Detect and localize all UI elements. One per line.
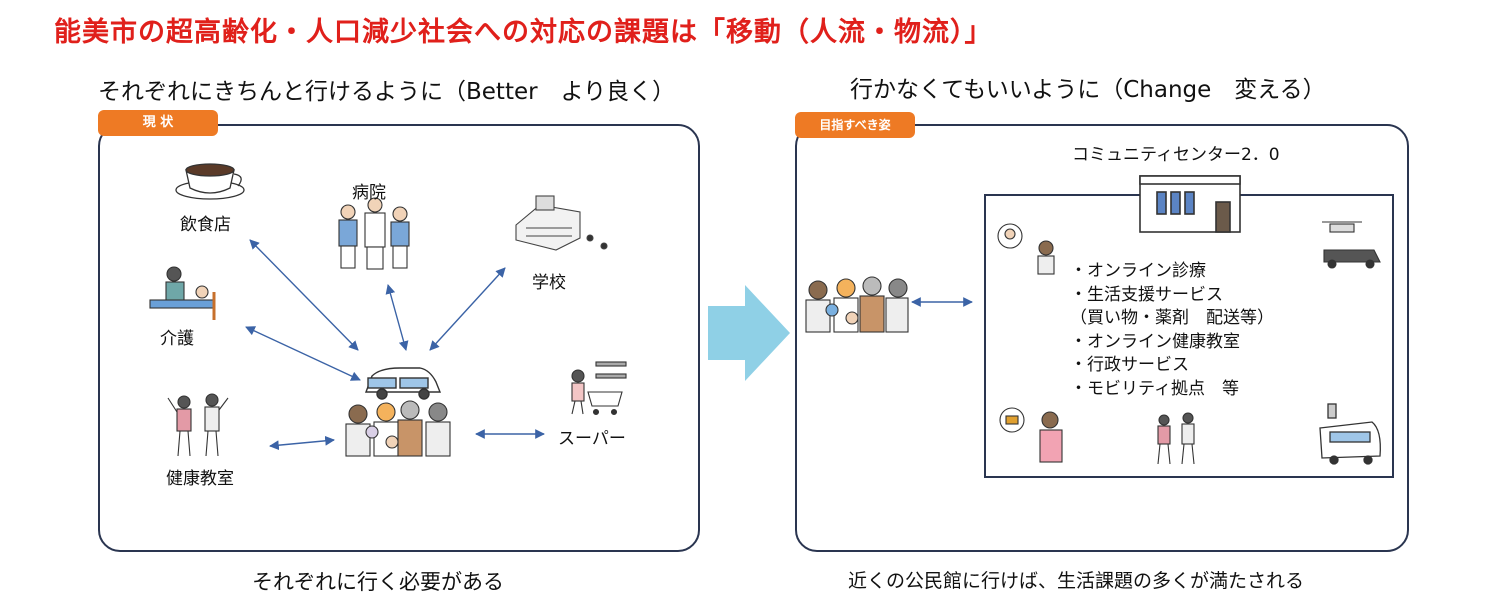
delivery-drone-icon — [1322, 221, 1381, 269]
label-fitness: 健康教室 — [166, 469, 234, 489]
page-title: 能美市の超高齢化・人口減少社会への対応の課題は「移動（人流・物流）」 — [54, 17, 993, 48]
community-center-building-icon — [1139, 175, 1241, 233]
service-item: ・オンライン診療 — [1070, 261, 1206, 281]
coffee-cup-icon — [175, 163, 245, 200]
right-footer: 近くの公民館に行けば、生活課題の多くが満たされる — [848, 570, 1305, 592]
connector-care — [245, 326, 361, 381]
label-restaurant: 飲食店 — [180, 215, 231, 235]
current-state-tag: 現 状 — [98, 110, 218, 136]
right-heading: 行かなくてもいいように（Change 変える） — [850, 77, 1326, 103]
exercise-people-icon — [167, 393, 229, 457]
hospital-staff-icon — [338, 197, 410, 270]
label-care: 介護 — [160, 329, 194, 349]
target-state-tag: 目指すべき姿 — [795, 112, 915, 138]
service-item: ・モビリティ拠点 等 — [1070, 378, 1239, 399]
caregiver-icon — [149, 266, 216, 320]
bus-icon — [1319, 403, 1381, 465]
connector-fitness — [269, 435, 335, 451]
label-school: 学校 — [532, 273, 566, 293]
shopper-icon — [571, 361, 627, 416]
services-list: ・オンライン診療 ・生活支援サービス （買い物・薬剤 配送等） ・オンライン健康… — [1070, 260, 1274, 401]
shopping-app-icon — [999, 407, 1063, 463]
service-item: ・行政サービス — [1070, 355, 1189, 375]
school-building-icon — [515, 195, 608, 251]
online-consultation-icon — [997, 223, 1055, 275]
transition-arrow — [708, 285, 790, 381]
connector-hospital — [385, 284, 409, 351]
family-group-icon — [345, 400, 451, 457]
left-footer: それぞれに行く必要がある — [252, 570, 504, 594]
label-supermarket: スーパー — [558, 429, 626, 449]
service-item: （買い物・薬剤 配送等） — [1070, 308, 1274, 328]
service-item: ・オンライン健康教室 — [1070, 331, 1240, 352]
exercise-people-right-icon — [1157, 412, 1195, 465]
car-icon — [364, 367, 442, 400]
service-item: ・生活支援サービス — [1070, 284, 1223, 305]
community-center-label: コミュニティセンター2．0 — [1072, 145, 1280, 165]
label-hospital: 病院 — [352, 183, 386, 203]
left-heading: それぞれにきちんと行けるように（Better より良く） — [98, 79, 676, 105]
family-group-right-icon — [805, 276, 909, 333]
connector-school — [429, 267, 506, 351]
